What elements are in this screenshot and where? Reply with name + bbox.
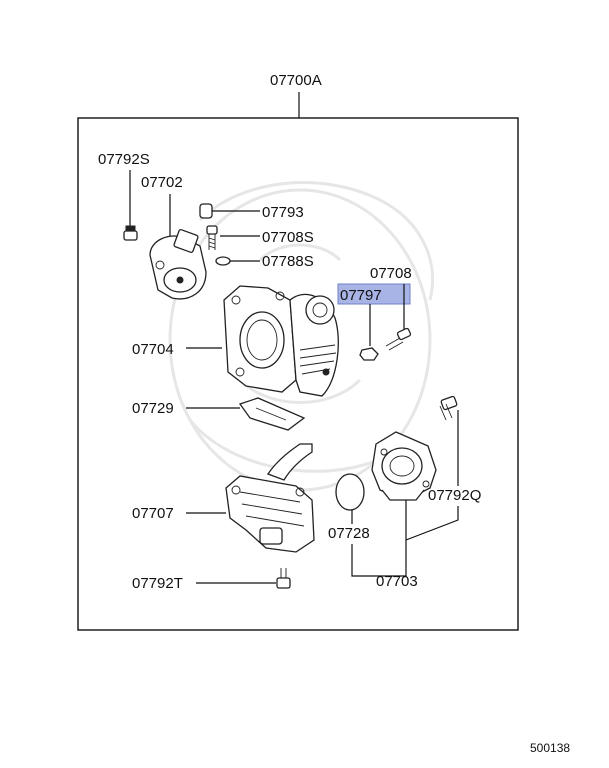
screw-07708S[interactable]	[206, 225, 218, 250]
washer-07788S[interactable]	[215, 256, 231, 266]
screw-07792Q[interactable]	[439, 395, 458, 421]
label-07708S[interactable]: 07708S	[262, 229, 314, 246]
idle-air-control-07703[interactable]	[371, 431, 437, 501]
label-07792T[interactable]: 07792T	[132, 575, 183, 592]
label-07728[interactable]: 07728	[328, 525, 370, 542]
highlight-07797	[337, 283, 411, 305]
label-07793[interactable]: 07793	[262, 204, 304, 221]
label-07792S[interactable]: 07792S	[98, 151, 150, 168]
label-07797[interactable]: 07797	[340, 287, 382, 304]
label-07704[interactable]: 07704	[132, 341, 174, 358]
gasket-07729[interactable]	[238, 397, 306, 431]
bolt-07708[interactable]	[385, 327, 412, 351]
label-07702[interactable]: 07702	[141, 174, 183, 191]
label-07788S[interactable]: 07788S	[262, 253, 314, 270]
valve-body-07707[interactable]	[225, 443, 315, 553]
label-07708[interactable]: 07708	[370, 265, 412, 282]
throttle-position-sensor-07702[interactable]	[149, 229, 207, 300]
label-07707[interactable]: 07707	[132, 505, 174, 522]
assembly-frame	[77, 117, 519, 631]
label-07729[interactable]: 07729	[132, 400, 174, 417]
label-07792Q[interactable]: 07792Q	[428, 487, 481, 504]
label-07700A[interactable]: 07700A	[270, 72, 322, 89]
screw-07792S[interactable]	[123, 225, 138, 241]
cap-07793[interactable]	[199, 203, 213, 219]
callout-bracket	[351, 544, 407, 577]
diagram-code: 500138	[530, 741, 570, 755]
label-07703[interactable]: 07703	[376, 573, 418, 590]
o-ring-07728[interactable]	[335, 473, 365, 511]
bolt-07792T[interactable]	[276, 568, 291, 589]
nut-07797[interactable]	[359, 347, 379, 361]
throttle-body-07704[interactable]	[223, 285, 339, 397]
